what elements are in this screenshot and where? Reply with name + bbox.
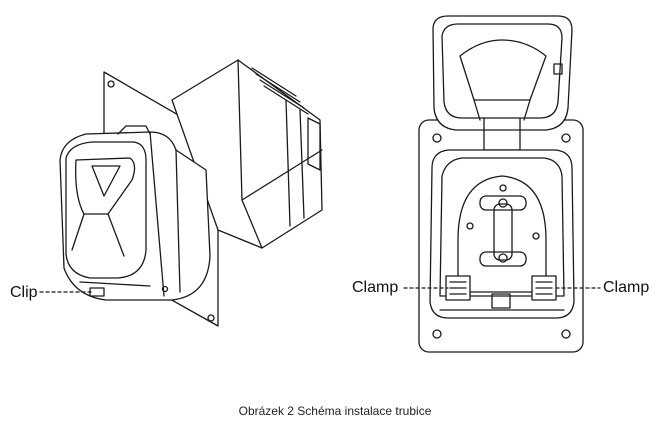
clamp-right-part [531, 275, 557, 301]
pump-head-housing [59, 131, 211, 301]
plate-screw-hole [432, 329, 442, 339]
plate-screw-hole [561, 133, 571, 143]
plate-screw-hole [561, 329, 571, 339]
figure-caption: Obrázek 2 Schéma instalace trubice [238, 404, 432, 418]
clip-label: Clip [10, 284, 38, 301]
clamp-left-label: Clamp [352, 279, 399, 296]
clamp-right-label: Clamp [603, 279, 650, 296]
rotor [466, 184, 540, 267]
plate-screw-hole [107, 80, 115, 88]
opened-lid [432, 15, 573, 131]
pump-head-front-face [65, 141, 147, 279]
clamp-left-part [445, 275, 471, 301]
plate-screw-hole [432, 133, 442, 143]
plate-screw-hole [207, 314, 215, 322]
rotor-track [457, 175, 547, 293]
motor-fins [251, 67, 309, 115]
lid-latch [553, 63, 563, 75]
